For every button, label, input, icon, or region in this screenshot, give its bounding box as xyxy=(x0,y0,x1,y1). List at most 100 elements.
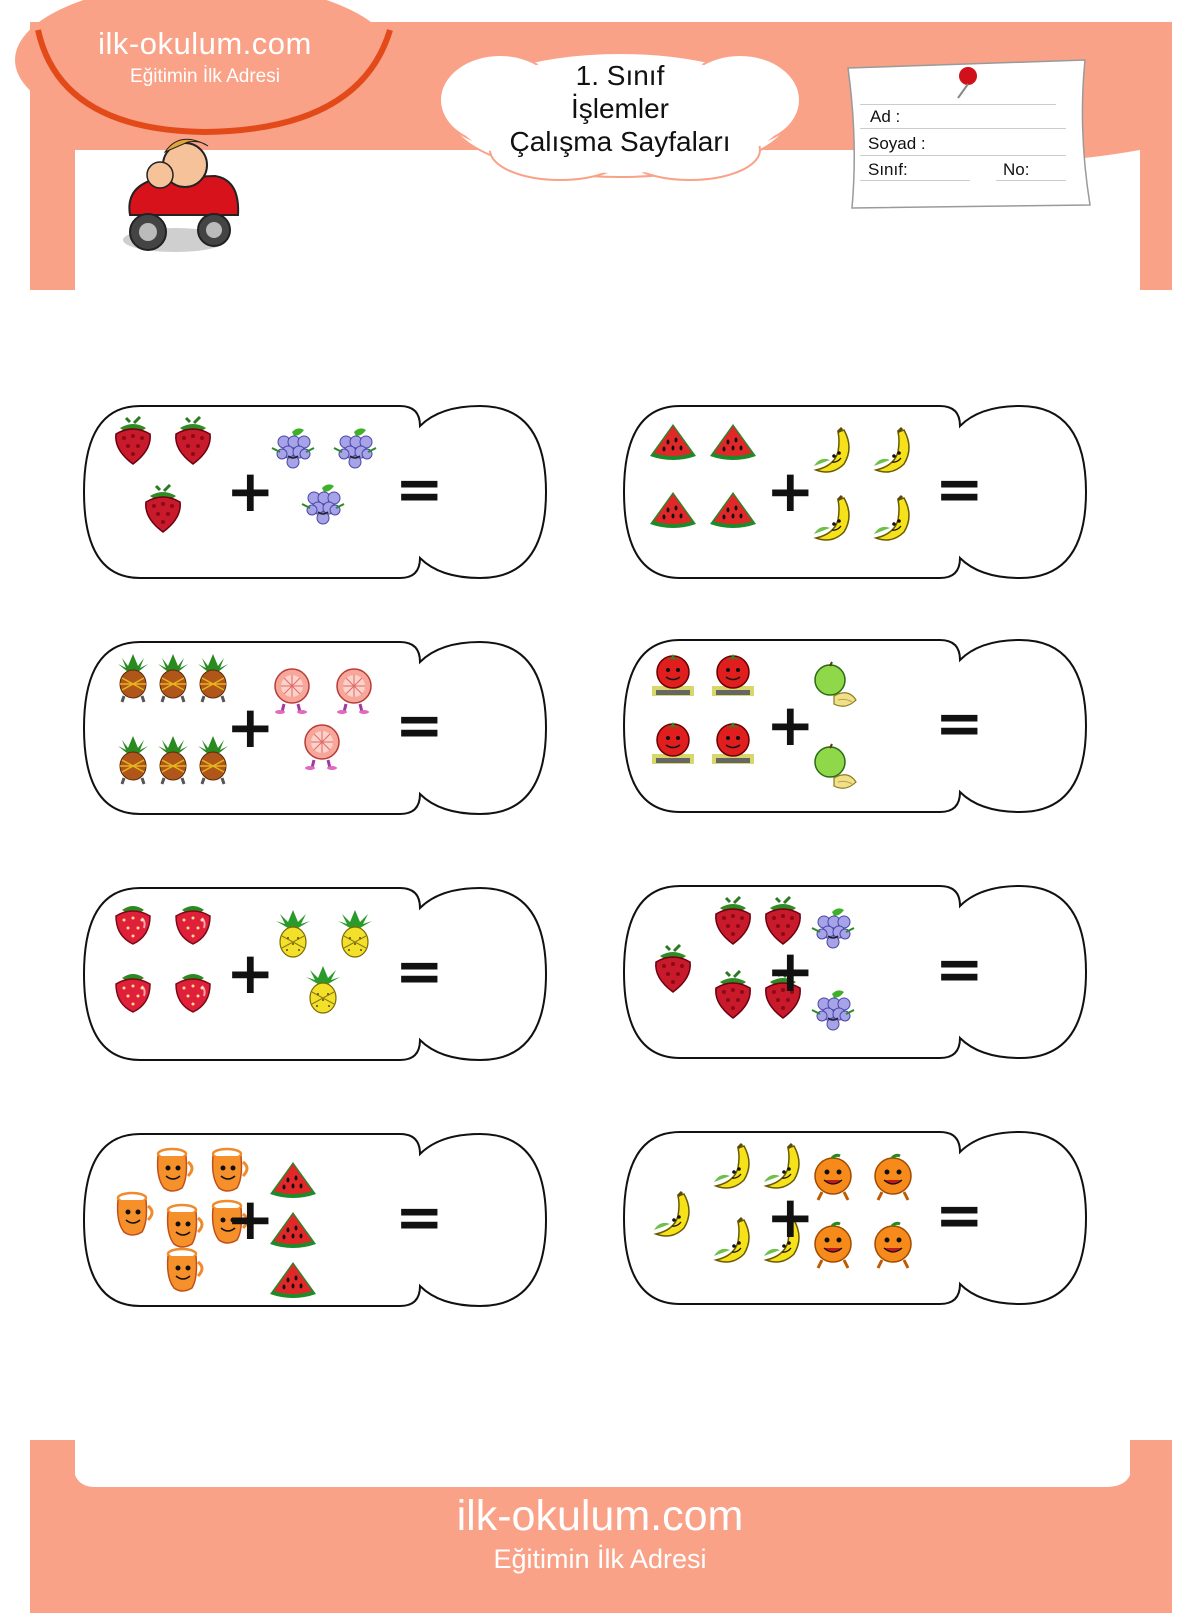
plus-sign: + xyxy=(226,693,275,761)
grapes-icon xyxy=(268,426,318,478)
answer-box[interactable] xyxy=(430,658,540,798)
watermelon-icon xyxy=(268,1204,318,1256)
grapes-icon xyxy=(808,988,858,1040)
watermelon-icon xyxy=(648,484,698,536)
watermelon-icon xyxy=(708,416,758,468)
plus-sign: + xyxy=(226,1185,275,1253)
pineapple-icon xyxy=(148,734,198,786)
raspberry-icon xyxy=(168,415,218,468)
form-rule xyxy=(996,180,1066,181)
form-surname-label: Soyad : xyxy=(868,134,926,153)
pineapple-yellow-icon xyxy=(330,908,380,960)
grapes-icon xyxy=(298,482,348,534)
banana-icon xyxy=(808,494,858,546)
orange-icon xyxy=(868,1220,918,1272)
answer-box[interactable] xyxy=(430,422,540,562)
logo-subtitle: Eğitimin İlk Adresi xyxy=(130,66,280,87)
answer-box[interactable] xyxy=(970,902,1080,1042)
tomato-icon xyxy=(708,718,758,770)
orange-icon xyxy=(808,1220,858,1272)
pineapple-icon xyxy=(108,652,158,704)
form-rule xyxy=(860,104,1056,105)
banana-icon xyxy=(648,1190,698,1242)
orange-juice-icon xyxy=(108,1188,158,1240)
plus-sign: + xyxy=(766,457,815,525)
green-apple-icon xyxy=(808,660,858,712)
pineapple-icon xyxy=(188,652,238,704)
footer-band xyxy=(30,1440,1172,1613)
answer-box[interactable] xyxy=(430,904,540,1044)
strawberry-icon xyxy=(108,898,158,950)
cloud-title-line-3: Çalışma Sayfaları xyxy=(509,126,731,157)
answer-box[interactable] xyxy=(970,656,1080,796)
watermelon-icon xyxy=(268,1154,318,1206)
form-rule xyxy=(860,180,970,181)
plus-sign: + xyxy=(226,457,275,525)
strawberry-icon xyxy=(168,898,218,950)
equals-sign: = xyxy=(935,935,984,1003)
pineapple-icon xyxy=(108,734,158,786)
raspberry-icon xyxy=(648,943,698,996)
answer-box[interactable] xyxy=(970,422,1080,562)
banana-icon xyxy=(708,1216,758,1268)
orange-icon xyxy=(808,1152,858,1204)
raspberry-icon xyxy=(758,969,808,1022)
problem-card: += xyxy=(80,884,570,1062)
answer-box[interactable] xyxy=(430,1150,540,1290)
cloud-title-line-1: 1. Sınıf xyxy=(575,60,665,91)
equals-sign: = xyxy=(395,1183,444,1251)
watermelon-icon xyxy=(648,416,698,468)
green-apple-icon xyxy=(808,742,858,794)
problem-card: += xyxy=(620,636,1110,814)
raspberry-icon xyxy=(108,415,158,468)
footer-title: ilk-okulum.com xyxy=(456,1492,744,1540)
watermelon-icon xyxy=(708,484,758,536)
tomato-icon xyxy=(708,650,758,702)
problem-card: += xyxy=(80,638,570,816)
strawberry-icon xyxy=(168,966,218,1018)
banana-icon xyxy=(868,426,918,478)
equals-sign: = xyxy=(935,1181,984,1249)
car-cartoon-icon xyxy=(123,138,240,252)
banana-icon xyxy=(758,1216,808,1268)
pineapple-icon xyxy=(188,734,238,786)
strawberry-icon xyxy=(108,966,158,1018)
problem-card: += xyxy=(80,402,570,580)
equals-sign: = xyxy=(395,937,444,1005)
orange-juice-icon xyxy=(203,1144,253,1196)
form-name-label: Ad : xyxy=(870,107,901,126)
raspberry-icon xyxy=(758,895,808,948)
pineapple-icon xyxy=(148,652,198,704)
footer-subtitle: Eğitimin İlk Adresi xyxy=(493,1544,707,1574)
raspberry-icon xyxy=(708,969,758,1022)
grapefruit-icon xyxy=(268,662,318,714)
header-background xyxy=(15,0,1172,290)
orange-juice-icon xyxy=(203,1196,253,1248)
orange-icon xyxy=(868,1152,918,1204)
banana-icon xyxy=(758,1142,808,1194)
equals-sign: = xyxy=(935,689,984,757)
problem-card: += xyxy=(80,1130,570,1308)
grapefruit-icon xyxy=(330,662,380,714)
plus-sign: + xyxy=(226,939,275,1007)
orange-juice-icon xyxy=(158,1244,208,1296)
cloud-title-line-2: İşlemler xyxy=(570,93,669,124)
tomato-icon xyxy=(648,718,698,770)
logo-title: ilk-okulum.com xyxy=(98,26,312,61)
grapes-icon xyxy=(808,906,858,958)
equals-sign: = xyxy=(395,691,444,759)
orange-juice-icon xyxy=(148,1144,198,1196)
pineapple-yellow-icon xyxy=(298,964,348,1016)
name-form-paper xyxy=(847,59,1091,209)
grapefruit-icon xyxy=(298,718,348,770)
equals-sign: = xyxy=(935,455,984,523)
problem-card: += xyxy=(620,882,1110,1060)
pineapple-yellow-icon xyxy=(268,908,318,960)
form-class-label: Sınıf: xyxy=(868,160,908,179)
plus-sign: + xyxy=(766,1183,815,1251)
banana-icon xyxy=(808,426,858,478)
answer-box[interactable] xyxy=(970,1148,1080,1288)
watermelon-icon xyxy=(268,1254,318,1306)
equals-sign: = xyxy=(395,455,444,523)
plus-sign: + xyxy=(766,691,815,759)
